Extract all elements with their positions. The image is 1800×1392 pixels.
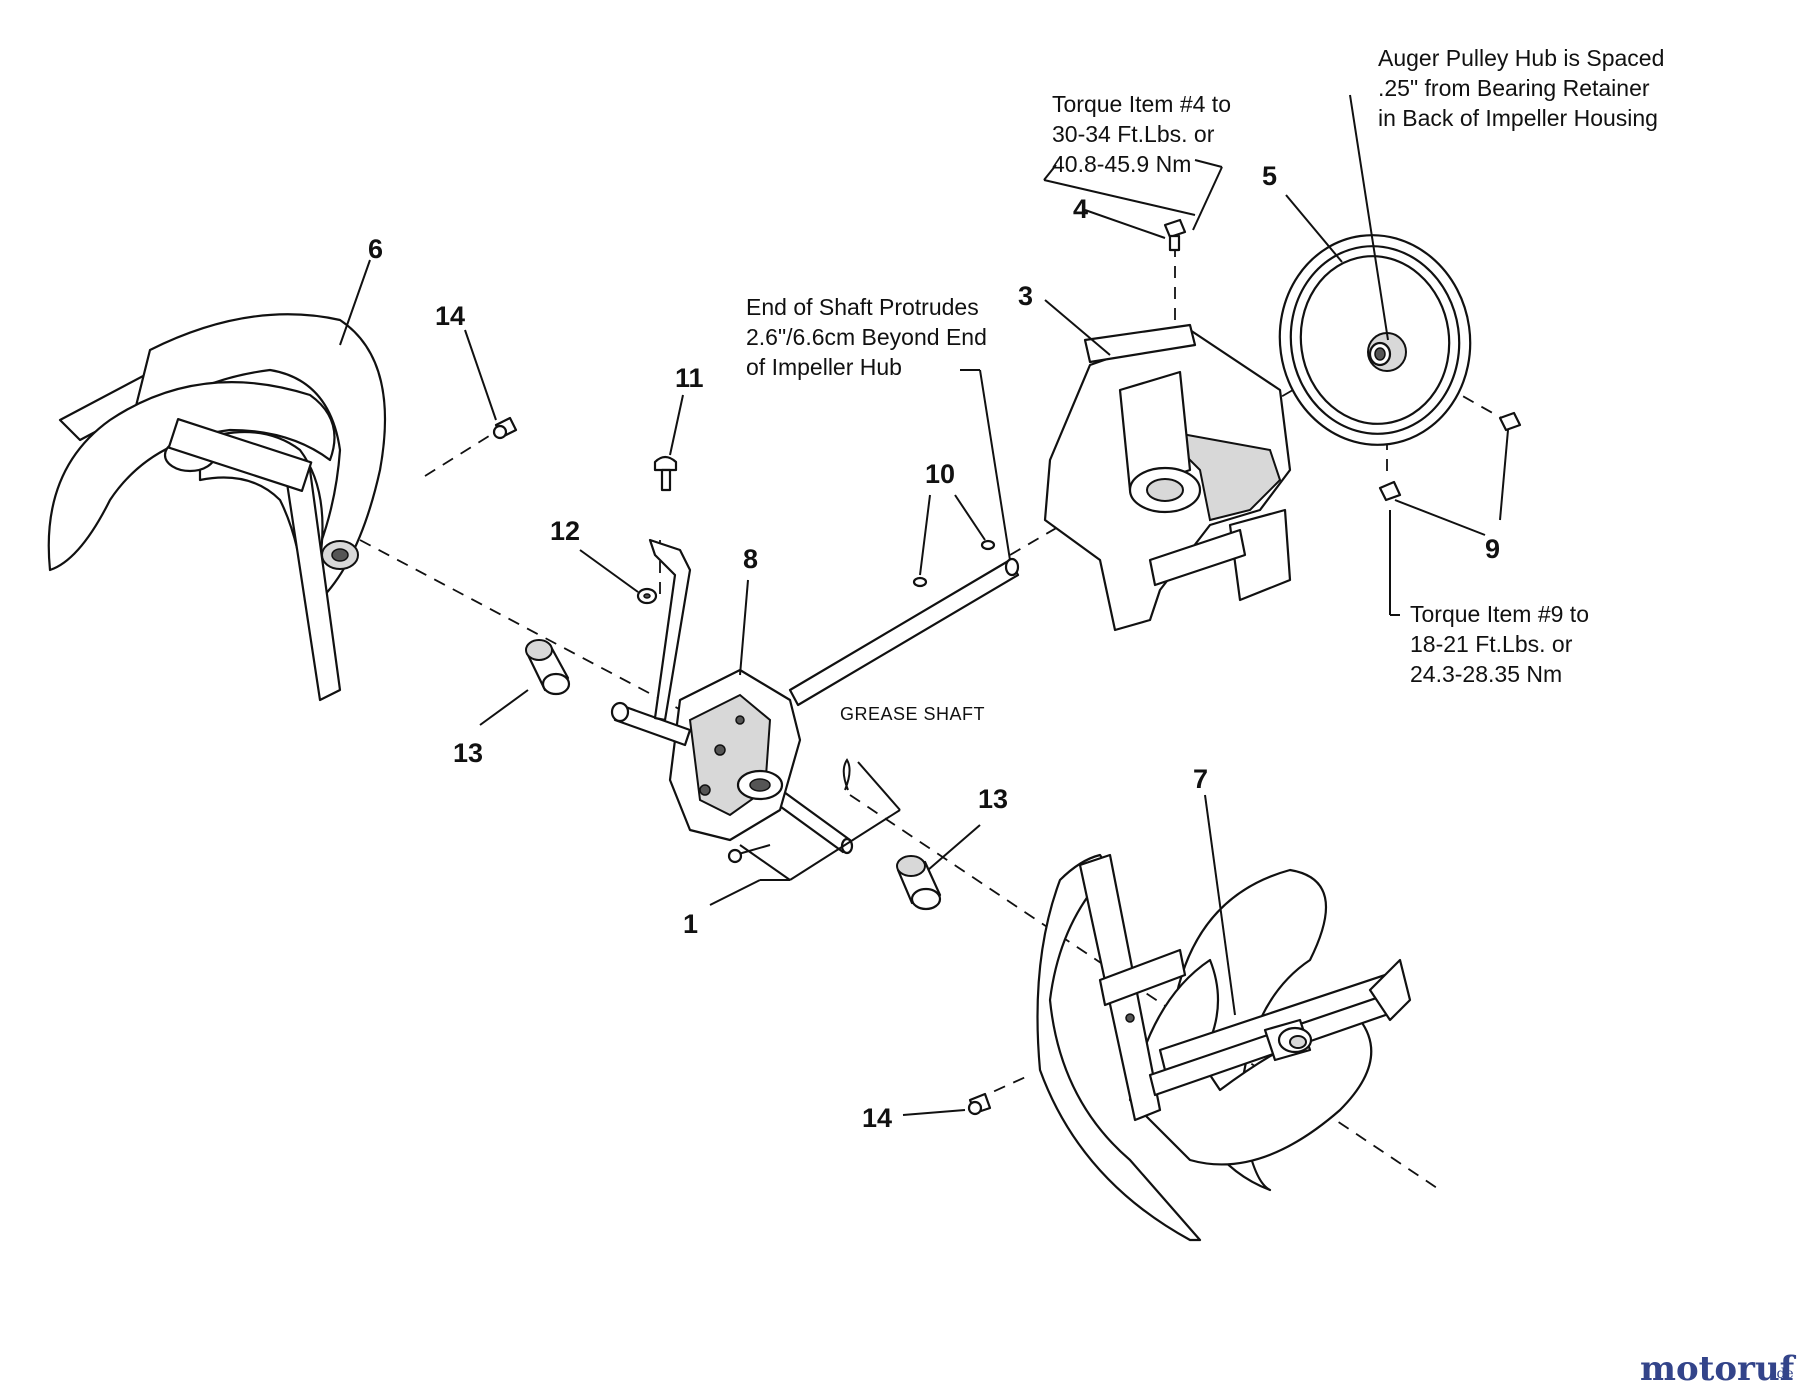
note-shaft-protrusion-line3: of Impeller Hub <box>746 354 902 380</box>
bolt-9-right <box>1498 411 1522 432</box>
callout-11: 11 <box>675 363 704 393</box>
note-torque-item-9-line3: 24.3-28.35 Nm <box>1410 661 1562 687</box>
note-torque-item-4-line2: 30-34 Ft.Lbs. or <box>1052 121 1215 147</box>
callout-6: 6 <box>368 234 383 264</box>
key-10 <box>912 539 996 588</box>
note-shaft-protrusion-line1: End of Shaft Protrudes <box>746 294 979 320</box>
callout-numbers: 1 3 4 5 6 7 8 9 10 11 12 13 13 14 14 <box>368 161 1500 1133</box>
fitting-14-bottom <box>967 1092 992 1116</box>
callout-3: 3 <box>1018 281 1033 311</box>
note-torque-item-4: Torque Item #4 to 30-34 Ft.Lbs. or 40.8-… <box>1052 91 1237 177</box>
leader-lines <box>339 94 1509 1116</box>
bolt-11 <box>653 455 678 492</box>
bolt-9-lower <box>1378 480 1402 502</box>
note-torque-item-4-line3: 40.8-45.9 Nm <box>1052 151 1191 177</box>
callout-1: 1 <box>683 909 698 939</box>
note-shaft-protrusion: End of Shaft Protrudes 2.6"/6.6cm Beyond… <box>746 294 993 380</box>
impeller-housing <box>1043 323 1292 632</box>
note-pulley-spacing-line3: in Back of Impeller Housing <box>1378 105 1658 131</box>
fasteners <box>492 218 1522 1116</box>
gearbox-assembly <box>610 538 1020 864</box>
callout-10: 10 <box>925 459 955 489</box>
callout-12: 12 <box>550 516 580 546</box>
callout-14-top: 14 <box>435 301 465 331</box>
note-shaft-protrusion-line2: 2.6"/6.6cm Beyond End <box>746 324 987 350</box>
bushing-right <box>896 855 942 911</box>
annotation-notes: Torque Item #4 to 30-34 Ft.Lbs. or 40.8-… <box>746 45 1671 724</box>
note-torque-item-4-line1: Torque Item #4 to <box>1052 91 1231 117</box>
note-torque-item-9-line2: 18-21 Ft.Lbs. or <box>1410 631 1573 657</box>
callout-8: 8 <box>743 544 758 574</box>
callout-7: 7 <box>1193 764 1208 794</box>
watermark-brand: motoruf <box>1640 1349 1797 1389</box>
note-pulley-spacing-line1: Auger Pulley Hub is Spaced <box>1378 45 1664 71</box>
callout-13-right: 13 <box>978 784 1008 814</box>
callout-9: 9 <box>1485 534 1500 564</box>
note-grease-shaft: GREASE SHAFT <box>840 704 985 724</box>
note-torque-item-9: Torque Item #9 to 18-21 Ft.Lbs. or 24.3-… <box>1410 601 1595 687</box>
auger-pulley <box>1278 234 1472 446</box>
note-torque-item-9-line1: Torque Item #9 to <box>1410 601 1589 627</box>
fitting-14-top <box>492 416 518 440</box>
note-pulley-spacing: Auger Pulley Hub is Spaced .25" from Bea… <box>1378 45 1671 131</box>
callout-4: 4 <box>1073 194 1088 224</box>
bushing-left <box>525 639 571 696</box>
auger-left <box>47 313 386 702</box>
callout-13-left: 13 <box>453 738 483 768</box>
note-pulley-spacing-line2: .25" from Bearing Retainer <box>1378 75 1650 101</box>
watermark-tld: .de <box>1772 1366 1794 1382</box>
callout-5: 5 <box>1262 161 1277 191</box>
nut-12 <box>636 587 658 605</box>
watermark-logo: motoruf .de <box>1640 1349 1797 1389</box>
auger-right <box>1036 853 1412 1242</box>
bolt-4 <box>1163 218 1187 252</box>
callout-14-bottom: 14 <box>862 1103 892 1133</box>
